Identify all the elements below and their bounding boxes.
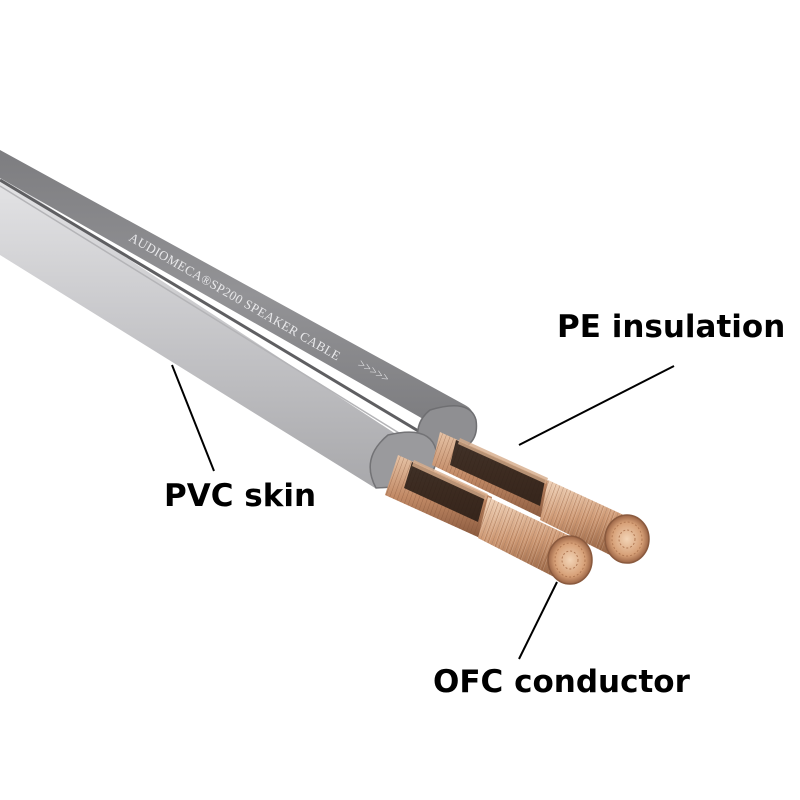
pe-insulation-leader	[518, 365, 675, 446]
cable-jacket-top	[0, 150, 474, 440]
pe-insulation-label: PE insulation	[557, 309, 786, 345]
pvc-skin-leader	[171, 364, 215, 472]
cable-groove	[0, 178, 431, 440]
ofc-conductor-label: OFC conductor	[433, 664, 690, 700]
ofc-conductor-leader	[518, 581, 558, 660]
lower-conductor	[385, 455, 593, 585]
upper-conductor	[432, 432, 650, 564]
pvc-skin-label: PVC skin	[164, 478, 317, 514]
cable-jacket-side	[0, 175, 407, 488]
